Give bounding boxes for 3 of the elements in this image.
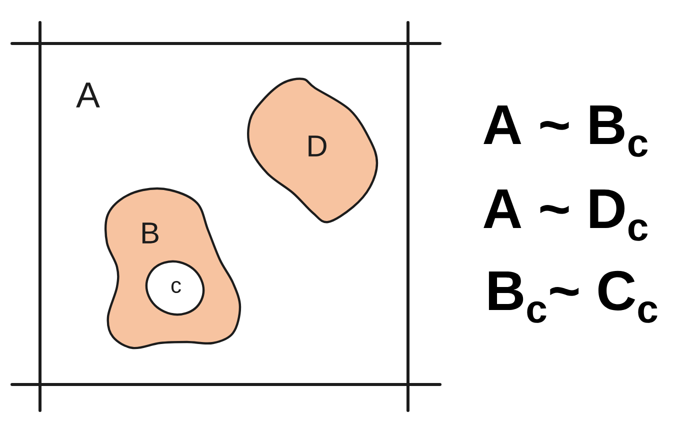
relation-text: A ~ D$_{c}$ <box>484 189 648 241</box>
relation-text: A ~ B$_{c}$ <box>484 105 648 157</box>
relation-text: B$_{c}$~ C$_{c}$ <box>488 270 658 323</box>
